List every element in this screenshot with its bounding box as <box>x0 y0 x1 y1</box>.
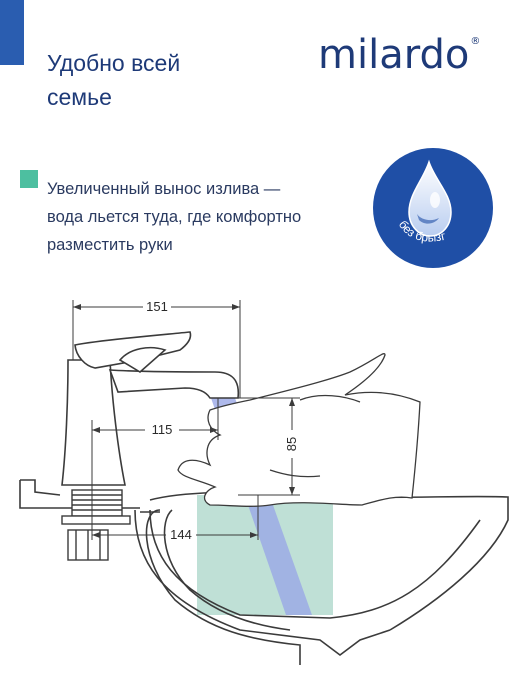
basin-outline <box>19 479 509 665</box>
faucet-body <box>61 331 240 486</box>
faucet-fitting <box>61 489 131 561</box>
feature-line-1: Увеличенный вынос излива — <box>47 180 281 198</box>
no-splash-badge: без брызг <box>373 148 493 268</box>
feature-line-2: вода льется туда, где комфортно <box>47 208 302 226</box>
dim-height-label: 85 <box>284 437 299 451</box>
headline: Удобно всей семье <box>47 46 180 114</box>
brand-logo: milardo® <box>318 32 481 78</box>
dim-to-hole-label: 144 <box>170 527 192 542</box>
headline-line-1: Удобно всей <box>47 50 181 76</box>
corner-accent <box>0 0 24 65</box>
dimension-arrows <box>73 304 295 538</box>
dim-reach-label: 151 <box>146 299 168 314</box>
dim-spout-offset-label: 115 <box>152 422 173 437</box>
feature-bullet <box>20 170 38 188</box>
brand-name: milardo <box>318 32 470 78</box>
feature-description: Увеличенный вынос излива — вода льется т… <box>47 175 367 259</box>
water-drop-icon: без брызг <box>396 159 452 245</box>
feature-line-3: разместить руки <box>47 236 173 254</box>
headline-line-2: семье <box>47 84 112 110</box>
registered-mark: ® <box>470 36 481 47</box>
